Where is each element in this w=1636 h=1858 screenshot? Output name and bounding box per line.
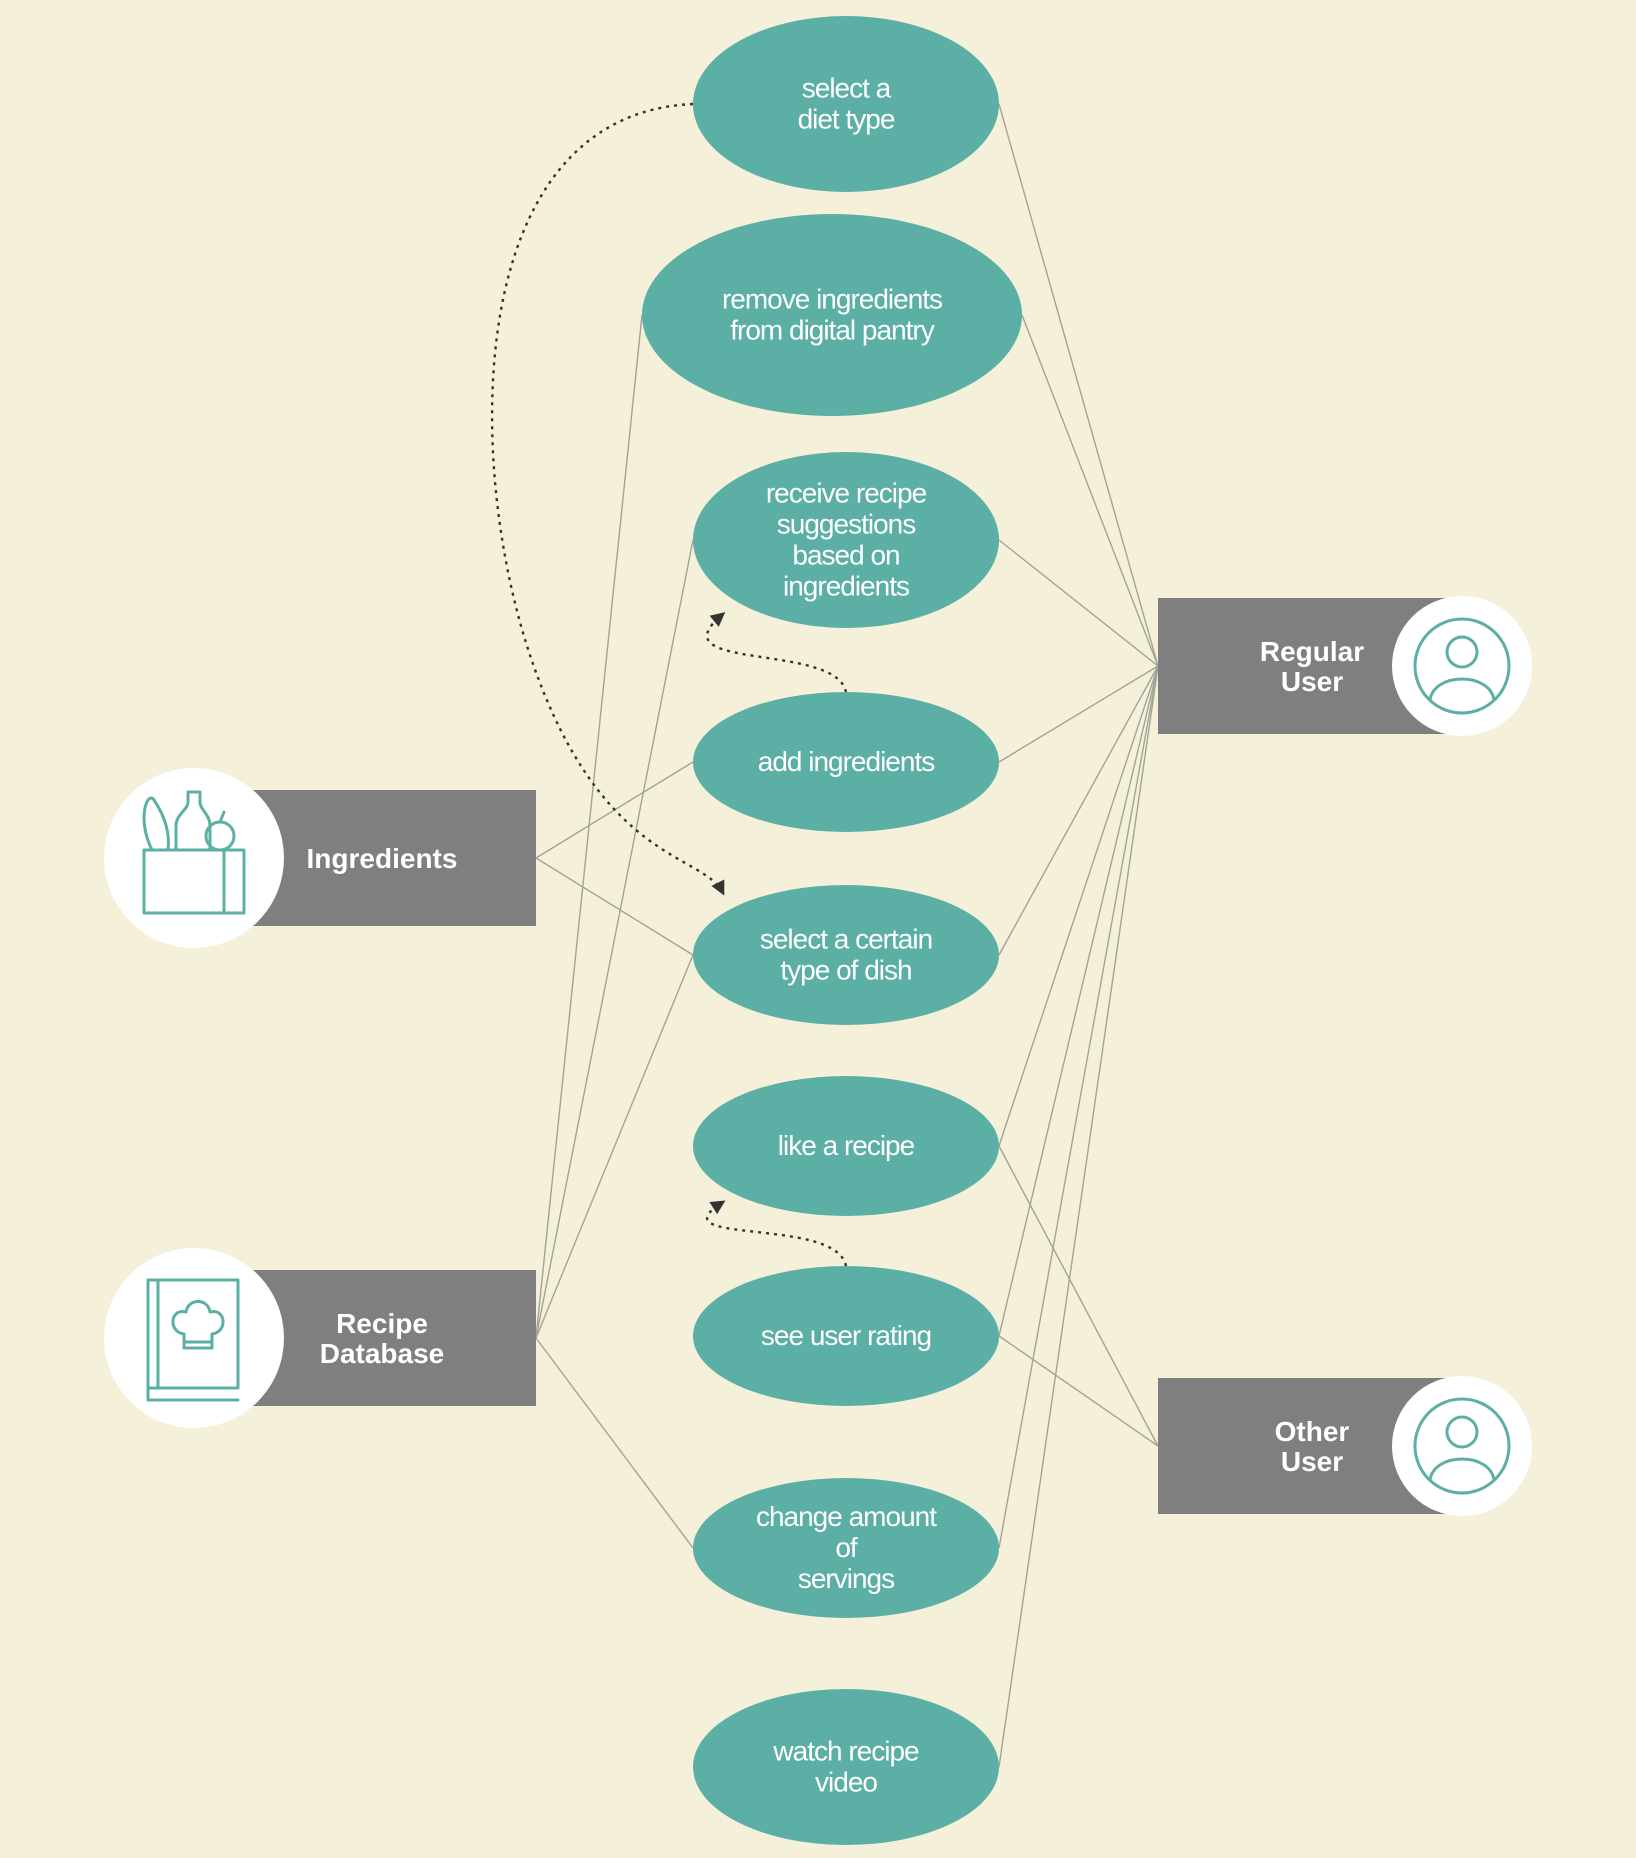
association-line-other-user-see-user-rating — [998, 1335, 1159, 1447]
association-line-regular-user-see-user-rating — [998, 665, 1159, 1337]
use-case-ellipse — [693, 1689, 999, 1845]
association-line-regular-user-add-ingredients — [998, 665, 1159, 763]
association-line-ingredients-select-dish-type — [535, 857, 694, 956]
actor-box — [246, 1270, 536, 1406]
association-line-regular-user-receive-suggestions — [998, 539, 1159, 667]
actor-box — [246, 790, 536, 926]
use-case-see-user-rating[interactable]: see user rating — [693, 1266, 999, 1406]
association-line-regular-user-watch-video — [998, 665, 1159, 1768]
association-line-regular-user-select-diet-type — [998, 103, 1159, 667]
association-line-regular-user-change-servings — [998, 665, 1159, 1549]
association-line-recipe-database-select-dish-type — [535, 954, 694, 1339]
dependency-arrows — [490, 102, 848, 1267]
user-icon — [1413, 617, 1511, 715]
use-case-ellipse — [642, 214, 1022, 416]
recipe-book-icon — [146, 1278, 240, 1402]
use-case-label: see user rating — [761, 1320, 931, 1351]
association-line-regular-user-like-recipe — [998, 665, 1159, 1147]
association-line-recipe-database-receive-suggestions — [535, 539, 694, 1339]
use-case-ellipse — [693, 885, 999, 1025]
association-line-regular-user-remove-ingredients — [1021, 314, 1159, 667]
use-case-ellipse — [693, 1266, 999, 1406]
actor-ingredients[interactable]: Ingredients — [104, 768, 536, 948]
use-case-add-ingredients[interactable]: add ingredients — [693, 692, 999, 832]
use-case-ellipse — [693, 1478, 999, 1618]
association-lines — [535, 103, 1159, 1768]
use-case-ellipse — [693, 1076, 999, 1216]
actor-icon-badge — [104, 768, 284, 948]
use-case-label: add ingredients — [758, 746, 934, 777]
association-line-recipe-database-remove-ingredients — [535, 314, 643, 1339]
association-line-regular-user-select-dish-type — [998, 665, 1159, 956]
user-icon — [1413, 1397, 1511, 1495]
dependency-arrow-add-ingredients-to-receive-suggestions — [705, 612, 848, 693]
use-case-like-recipe[interactable]: like a recipe — [693, 1076, 999, 1216]
dependency-arrow-select-diet-type-to-select-dish-type — [490, 102, 725, 896]
actor-label: Ingredients — [307, 843, 458, 874]
use-case-ellipse — [693, 452, 999, 628]
use-case-label: like a recipe — [778, 1130, 915, 1161]
association-line-recipe-database-change-servings — [535, 1337, 694, 1549]
use-case-ellipse — [693, 16, 999, 192]
use-case-ellipse — [693, 692, 999, 832]
grocery-bag-icon — [142, 790, 246, 915]
association-line-other-user-like-recipe — [998, 1145, 1159, 1447]
